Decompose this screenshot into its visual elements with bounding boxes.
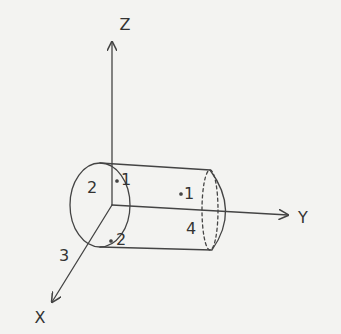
y-axis xyxy=(112,205,288,215)
z-axis xyxy=(111,42,112,205)
point-dot xyxy=(110,240,112,242)
callout-number: 2 xyxy=(87,180,97,196)
point-dot xyxy=(180,193,182,195)
callout-number: 1 xyxy=(121,172,131,188)
callout-number: 4 xyxy=(186,221,196,237)
callout-number: 1 xyxy=(184,186,194,202)
point-dot xyxy=(116,180,118,182)
axis-label: Y xyxy=(298,210,308,226)
axis-label: X xyxy=(35,310,46,326)
callout-number: 2 xyxy=(116,232,126,248)
axis-label: Z xyxy=(120,17,131,33)
hidden-section xyxy=(202,170,218,250)
cylinder-body xyxy=(100,163,226,250)
x-axis xyxy=(52,205,112,302)
callout-number: 3 xyxy=(59,248,69,264)
